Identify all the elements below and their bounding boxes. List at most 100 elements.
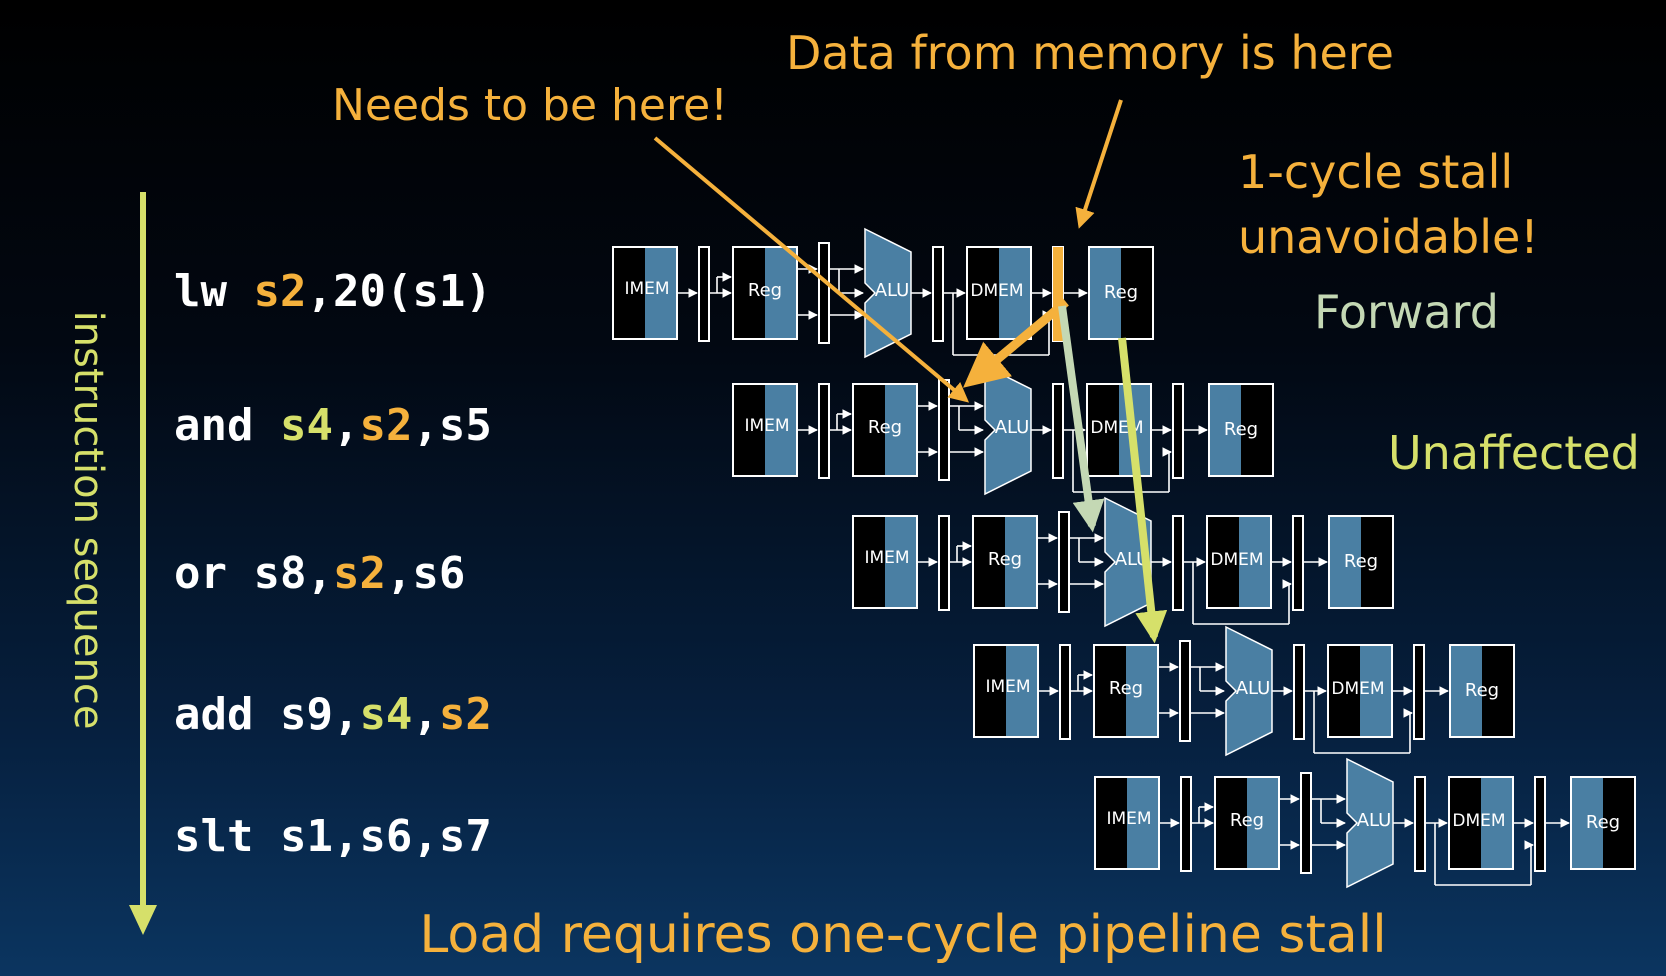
pipeline-latch <box>1414 776 1426 872</box>
dmem-shade <box>1360 646 1391 736</box>
pipeline-latch <box>1172 383 1184 479</box>
imem-shade <box>885 517 916 607</box>
callout-forward: Forward <box>1314 285 1499 339</box>
callout-data-from-memory: Data from memory is here <box>786 26 1394 80</box>
pipeline-latch <box>1058 511 1070 613</box>
stage-label: DMEM <box>1331 679 1384 699</box>
forward-green-arrow <box>1058 305 1105 533</box>
callout-unaffected: Unaffected <box>1388 426 1640 480</box>
reg-write-shade <box>1210 385 1241 475</box>
instruction-token: add s9, <box>174 689 360 740</box>
callout-needs-here: Needs to be here! <box>332 80 728 131</box>
dmem-shade <box>1239 517 1270 607</box>
reg-read-shade <box>885 385 916 475</box>
imem-shade <box>645 248 676 338</box>
stage-label: IMEM <box>1106 809 1151 829</box>
imem-shade <box>1127 778 1158 868</box>
alu-shape <box>1346 757 1394 889</box>
stage-label: Reg <box>988 549 1022 570</box>
stage-label: Reg <box>1224 419 1258 440</box>
pipeline-latch <box>1293 644 1305 740</box>
dmem-shade <box>999 248 1030 338</box>
dmem-shade <box>1481 778 1512 868</box>
stage-label: Reg <box>748 280 782 301</box>
instruction-row: add s9,s4,s2 <box>174 689 492 740</box>
instruction-token: ,s5 <box>412 400 492 451</box>
instruction-token: s2 <box>253 266 307 317</box>
instruction-token: s4 <box>279 400 333 451</box>
reg-write-shade <box>1330 517 1361 607</box>
stage-label: DMEM <box>1210 550 1263 570</box>
instruction-token: s2 <box>359 400 413 451</box>
pipeline-latch <box>1534 776 1546 872</box>
stage-label: ALU <box>1115 549 1150 570</box>
pipeline-latch <box>1292 515 1304 611</box>
pipeline-latch <box>938 515 950 611</box>
stage-label: IMEM <box>624 279 669 299</box>
data-here-arrow <box>1075 99 1123 229</box>
pipeline-latch <box>698 246 710 342</box>
reg-read-shade <box>1247 778 1278 868</box>
reg-write-shade <box>1451 646 1482 736</box>
instruction-token: ,s6 <box>385 548 466 599</box>
pipeline-latch <box>1413 644 1425 740</box>
instruction-row: and s4,s2,s5 <box>174 400 492 451</box>
instruction-token: slt s1,s6,s7 <box>174 811 492 862</box>
stage-label: ALU <box>1236 678 1271 699</box>
stage-label: ALU <box>995 417 1030 438</box>
instruction-row: slt s1,s6,s7 <box>174 811 492 862</box>
stage-label: Reg <box>1230 810 1264 831</box>
reg-read-shade <box>1126 646 1157 736</box>
stage-label: Reg <box>1344 551 1378 572</box>
stage-label: IMEM <box>744 416 789 436</box>
stage-label: DMEM <box>1452 811 1505 831</box>
pipeline-latch <box>1300 772 1312 874</box>
pipeline-latch <box>1059 644 1071 740</box>
instruction-token: s4 <box>359 689 413 740</box>
instruction-token: ,20(s1) <box>306 266 492 317</box>
pipeline-latch <box>1180 776 1192 872</box>
instruction-token: lw <box>174 266 254 317</box>
instruction-row: lw s2,20(s1) <box>174 266 492 317</box>
instruction-token: s2 <box>438 689 492 740</box>
stage-label: Reg <box>1104 282 1138 303</box>
pipeline-latch <box>932 246 944 342</box>
instruction-token: or s8, <box>174 548 333 599</box>
stage-label: IMEM <box>985 677 1030 697</box>
reg-read-shade <box>765 248 796 338</box>
pipeline-latch <box>1052 383 1064 479</box>
footer-caption: Load requires one-cycle pipeline stall <box>419 905 1387 965</box>
stage-label: Reg <box>1586 812 1620 833</box>
instruction-token: s2 <box>332 548 386 599</box>
pipeline-latch <box>1179 640 1191 742</box>
pipeline-latch <box>818 383 830 479</box>
imem-shade <box>1006 646 1037 736</box>
stage-label: IMEM <box>864 548 909 568</box>
instruction-row: or s8,s2,s6 <box>174 548 465 599</box>
reg-write-shade <box>1090 248 1121 338</box>
stage-label: Reg <box>1109 678 1143 699</box>
needs-here-arrow <box>653 136 970 403</box>
stage-label: DMEM <box>970 281 1023 301</box>
stage-label: ALU <box>875 280 910 301</box>
instruction-token: and <box>174 400 280 451</box>
instruction-token: , <box>332 400 360 451</box>
highlighted-latch <box>1053 247 1063 341</box>
alu-shape <box>1225 625 1273 757</box>
stage-label: ALU <box>1357 810 1392 831</box>
callout-stall-line1: 1-cycle stall <box>1238 145 1514 199</box>
sequence-arrow-head <box>129 905 157 935</box>
instruction-token: , <box>412 689 439 740</box>
pipeline-latch <box>938 379 950 481</box>
stage-label: Reg <box>868 417 902 438</box>
callout-stall-line2: unavoidable! <box>1238 210 1539 264</box>
reg-write-shade <box>1572 778 1603 868</box>
unaffected-arrow <box>1118 337 1168 644</box>
alu-shape <box>984 364 1032 496</box>
stage-label: Reg <box>1465 680 1499 701</box>
forward-orange-arrow <box>963 298 1069 388</box>
pipeline-latch <box>1172 515 1184 611</box>
pipeline-latch <box>818 242 830 344</box>
imem-shade <box>765 385 796 475</box>
